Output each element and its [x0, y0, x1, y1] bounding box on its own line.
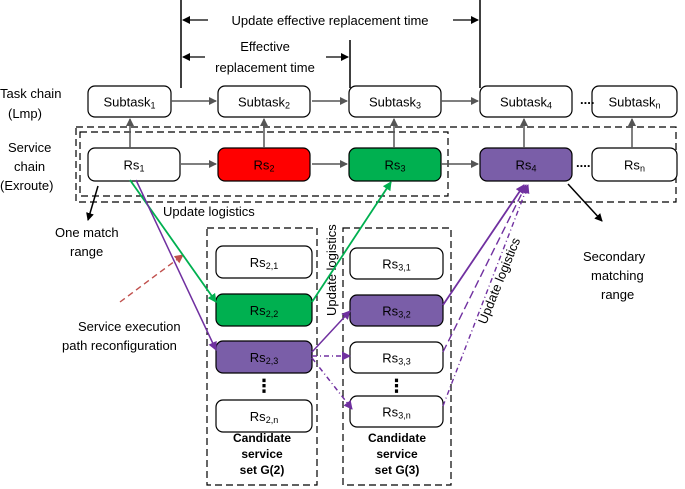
candidate-rs3-n: Rs3,n — [349, 395, 444, 428]
candidate-rs2-1: Rs2,1 — [215, 245, 313, 279]
reconfiguration-arrow — [119, 254, 184, 303]
candidate-rs3-3-label: Rs3,3 — [382, 351, 410, 367]
flow-arrows — [119, 179, 530, 410]
candidate-rs3-n-box — [349, 395, 444, 428]
update-logistics-diagonal: Update logistics — [475, 235, 523, 326]
one-match-label-2: range — [70, 244, 103, 259]
one-match-label-1: One match — [55, 225, 119, 240]
subtask-2-label: Subtask2 — [238, 95, 290, 111]
subtask-3: Subtask3 — [348, 85, 442, 118]
candidate-rs2-1-box — [215, 245, 313, 279]
subtask-4: Subtask4 — [479, 85, 573, 118]
effective-time-label-2: replacement time — [215, 60, 315, 75]
g2-more: ⋮ — [255, 376, 273, 396]
subtask-3-label: Subtask3 — [369, 95, 421, 111]
purple-path-rs23-to-rs32 — [311, 310, 351, 353]
subtask-1: Subtask1 — [87, 85, 172, 118]
service-rs4: Rs4 — [479, 147, 573, 182]
candidate-rs2-3-box — [215, 340, 313, 374]
service-ellipsis: .... — [576, 155, 590, 170]
service-chain: Rs1 Rs2 Rs3 Rs4 Rsn — [87, 147, 678, 182]
candidate-rs2-2: Rs2,2 — [215, 293, 313, 327]
green-path-rs1-to-rs22 — [129, 179, 217, 303]
update-logistics-horizontal: Update logistics — [163, 204, 255, 219]
candidate-set-g3-box — [342, 227, 452, 486]
candidate-rs2-n-label: Rs2,n — [250, 409, 278, 425]
service-rs2: Rs2 — [217, 147, 311, 182]
chain-connectors: .... .... — [126, 92, 636, 170]
subtask-1-label: Subtask1 — [104, 95, 156, 111]
service-rsn-label: Rsn — [624, 158, 645, 174]
g3-more-ellipsis: ⋮ — [388, 376, 406, 396]
candidate-rs2-1-label: Rs2,1 — [250, 255, 278, 271]
candidate-rs3-3: Rs3,3 — [349, 341, 444, 374]
update-effective-time-label: Update effective replacement time — [231, 13, 428, 28]
service-rs1-box — [87, 147, 181, 182]
subtask-n-label: Subtaskn — [609, 95, 661, 111]
subtask-n-box — [591, 85, 678, 118]
g2-caption-3: set G(2) — [240, 463, 285, 477]
reconfiguration-label-1: Service execution — [78, 319, 181, 334]
purple-path-rs32-to-rs4 — [442, 184, 525, 306]
service-rs1: Rs1 — [87, 147, 181, 182]
secondary-label-3: range — [601, 287, 634, 302]
candidate-rs2-3-label: Rs2,3 — [250, 350, 278, 366]
purple-path-rs23-to-rs3n — [311, 357, 353, 410]
candidate-rs3-2-label: Rs3,2 — [382, 304, 410, 320]
service-rs3-label: Rs3 — [385, 158, 406, 174]
service-chain-label-1: Service — [8, 140, 51, 155]
subtask-n: Subtaskn — [591, 85, 678, 118]
candidate-set-g2-box — [206, 227, 318, 486]
purple-path-rs1-to-rs23 — [135, 179, 217, 351]
candidate-rs3-2: Rs3,2 — [349, 294, 444, 327]
candidate-rs2-2-box — [215, 293, 313, 327]
g2-more-ellipsis: ⋮ — [255, 376, 273, 396]
service-rs4-box — [479, 147, 573, 182]
one-match-pointer — [86, 185, 99, 221]
g3-more: ⋮ — [388, 376, 406, 396]
candidate-rs3-1-label: Rs3,1 — [382, 257, 410, 273]
subtask-ellipsis: .... — [580, 92, 594, 107]
timing-dimensions: Update effective replacement time Effect… — [180, 0, 481, 88]
task-chain-label-1: Task chain — [0, 86, 61, 101]
service-rs3: Rs3 — [348, 147, 442, 182]
service-rs1-label: Rs1 — [124, 158, 145, 174]
g2-caption-2: service — [241, 447, 283, 461]
service-rs4-label: Rs4 — [516, 158, 537, 174]
effective-time-label-1: Effective — [240, 39, 290, 54]
green-path-rs22-to-rs3 — [311, 181, 392, 303]
candidate-rs3-1-box — [349, 247, 444, 280]
service-rs2-label: Rs2 — [254, 158, 275, 174]
subtask-2: Subtask2 — [217, 85, 311, 118]
g3-caption-2: service — [376, 447, 418, 461]
secondary-label-2: matching — [591, 268, 644, 283]
g2-caption-1: Candidate — [233, 431, 291, 445]
candidate-rs2-2-label: Rs2,2 — [250, 303, 278, 319]
service-rsn: Rsn — [591, 147, 678, 182]
secondary-label-1: Secondary — [583, 249, 646, 264]
update-logistics-vertical: Update logistics — [324, 224, 339, 316]
secondary-range-pointer — [567, 183, 603, 222]
candidate-rs2-n: Rs2,n — [215, 399, 313, 433]
service-chain-label-3: (Exroute) — [0, 178, 53, 193]
candidate-rs3-1: Rs3,1 — [349, 247, 444, 280]
purple-path-rs33-to-rs4 — [442, 184, 527, 353]
subtask-4-box — [479, 85, 573, 118]
g3-caption-3: set G(3) — [375, 463, 420, 477]
candidate-rs3-n-label: Rs3,n — [382, 405, 410, 421]
purple-path-rs3n-to-rs4 — [442, 184, 530, 407]
subtask-4-label: Subtask4 — [500, 95, 552, 111]
subtask-2-box — [217, 85, 311, 118]
candidate-rs2-3: Rs2,3 — [215, 340, 313, 374]
service-chain-label-2: chain — [14, 159, 45, 174]
task-chain-label-2: (Lmp) — [8, 106, 42, 121]
candidate-rs2-n-box — [215, 399, 313, 433]
service-rsn-box — [591, 147, 678, 182]
g3-caption-1: Candidate — [368, 431, 426, 445]
reconfiguration-label-2: path reconfiguration — [62, 338, 177, 353]
secondary-matching-range-box — [75, 126, 677, 203]
